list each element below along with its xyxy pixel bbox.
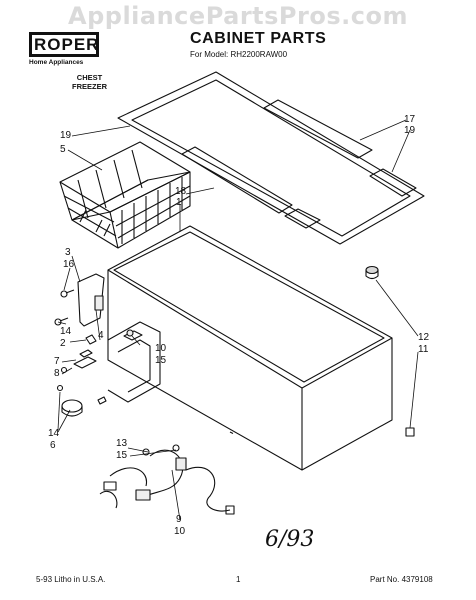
breaker-strips xyxy=(181,99,417,229)
footer-page-number: 1 xyxy=(236,575,241,584)
callout-12: 12 xyxy=(418,332,430,343)
model-number: For Model: RH2200RAW00 xyxy=(190,50,288,59)
callout-19b: 19 xyxy=(404,125,416,136)
brand-subtitle: Home Appliances xyxy=(29,59,84,66)
foot-part-12 xyxy=(365,265,379,280)
clip-part-11 xyxy=(405,427,415,437)
callout-3: 3 xyxy=(65,247,71,258)
callout-17: 17 xyxy=(404,114,416,125)
callout-15b: 15 xyxy=(116,450,128,461)
callout-10: 10 xyxy=(155,343,167,354)
callout-11: 11 xyxy=(418,344,429,355)
callout-2: 2 xyxy=(60,338,66,349)
unit-label: CHEST FREEZER xyxy=(72,73,107,91)
callout-10b: 10 xyxy=(174,526,186,537)
handwritten-date: 6/93 xyxy=(265,527,315,552)
wiring-harness xyxy=(99,444,235,515)
thermostat-part-10 xyxy=(123,329,143,341)
callout-4: 4 xyxy=(98,330,104,341)
callout-14: 14 xyxy=(60,326,72,337)
callout-7: 7 xyxy=(54,356,60,367)
lid-gasket xyxy=(117,71,425,245)
callout-15: 15 xyxy=(155,355,167,366)
brand-logo: ROPER Home Appliances xyxy=(29,32,99,66)
brand-name: ROPER xyxy=(29,32,99,57)
cabinet xyxy=(107,225,393,471)
callout-13: 13 xyxy=(116,438,128,449)
callout-5: 5 xyxy=(60,144,66,155)
callout-16: 16 xyxy=(63,259,75,270)
callout-8: 8 xyxy=(54,368,60,379)
callout-6: 6 xyxy=(50,440,56,451)
watermark: AppliancePartsPros.com xyxy=(68,2,408,30)
footer-part-number: Part No. 4379108 xyxy=(370,575,433,584)
hinge-assembly xyxy=(54,273,107,417)
unit-label-line1: CHEST xyxy=(76,73,103,82)
leader-lines xyxy=(57,119,419,521)
unit-label-line2: FREEZER xyxy=(72,82,108,91)
page-title: CABINET PARTS xyxy=(190,30,327,47)
callout-19: 19 xyxy=(60,130,72,141)
callout-1: 1 xyxy=(176,197,182,208)
wire-basket xyxy=(59,141,191,249)
callout-14b: 14 xyxy=(48,428,60,439)
callout-18: 18 xyxy=(175,186,187,197)
callout-9: 9 xyxy=(176,514,182,525)
footer-print-info: 5-93 Litho in U.S.A. xyxy=(36,575,106,584)
